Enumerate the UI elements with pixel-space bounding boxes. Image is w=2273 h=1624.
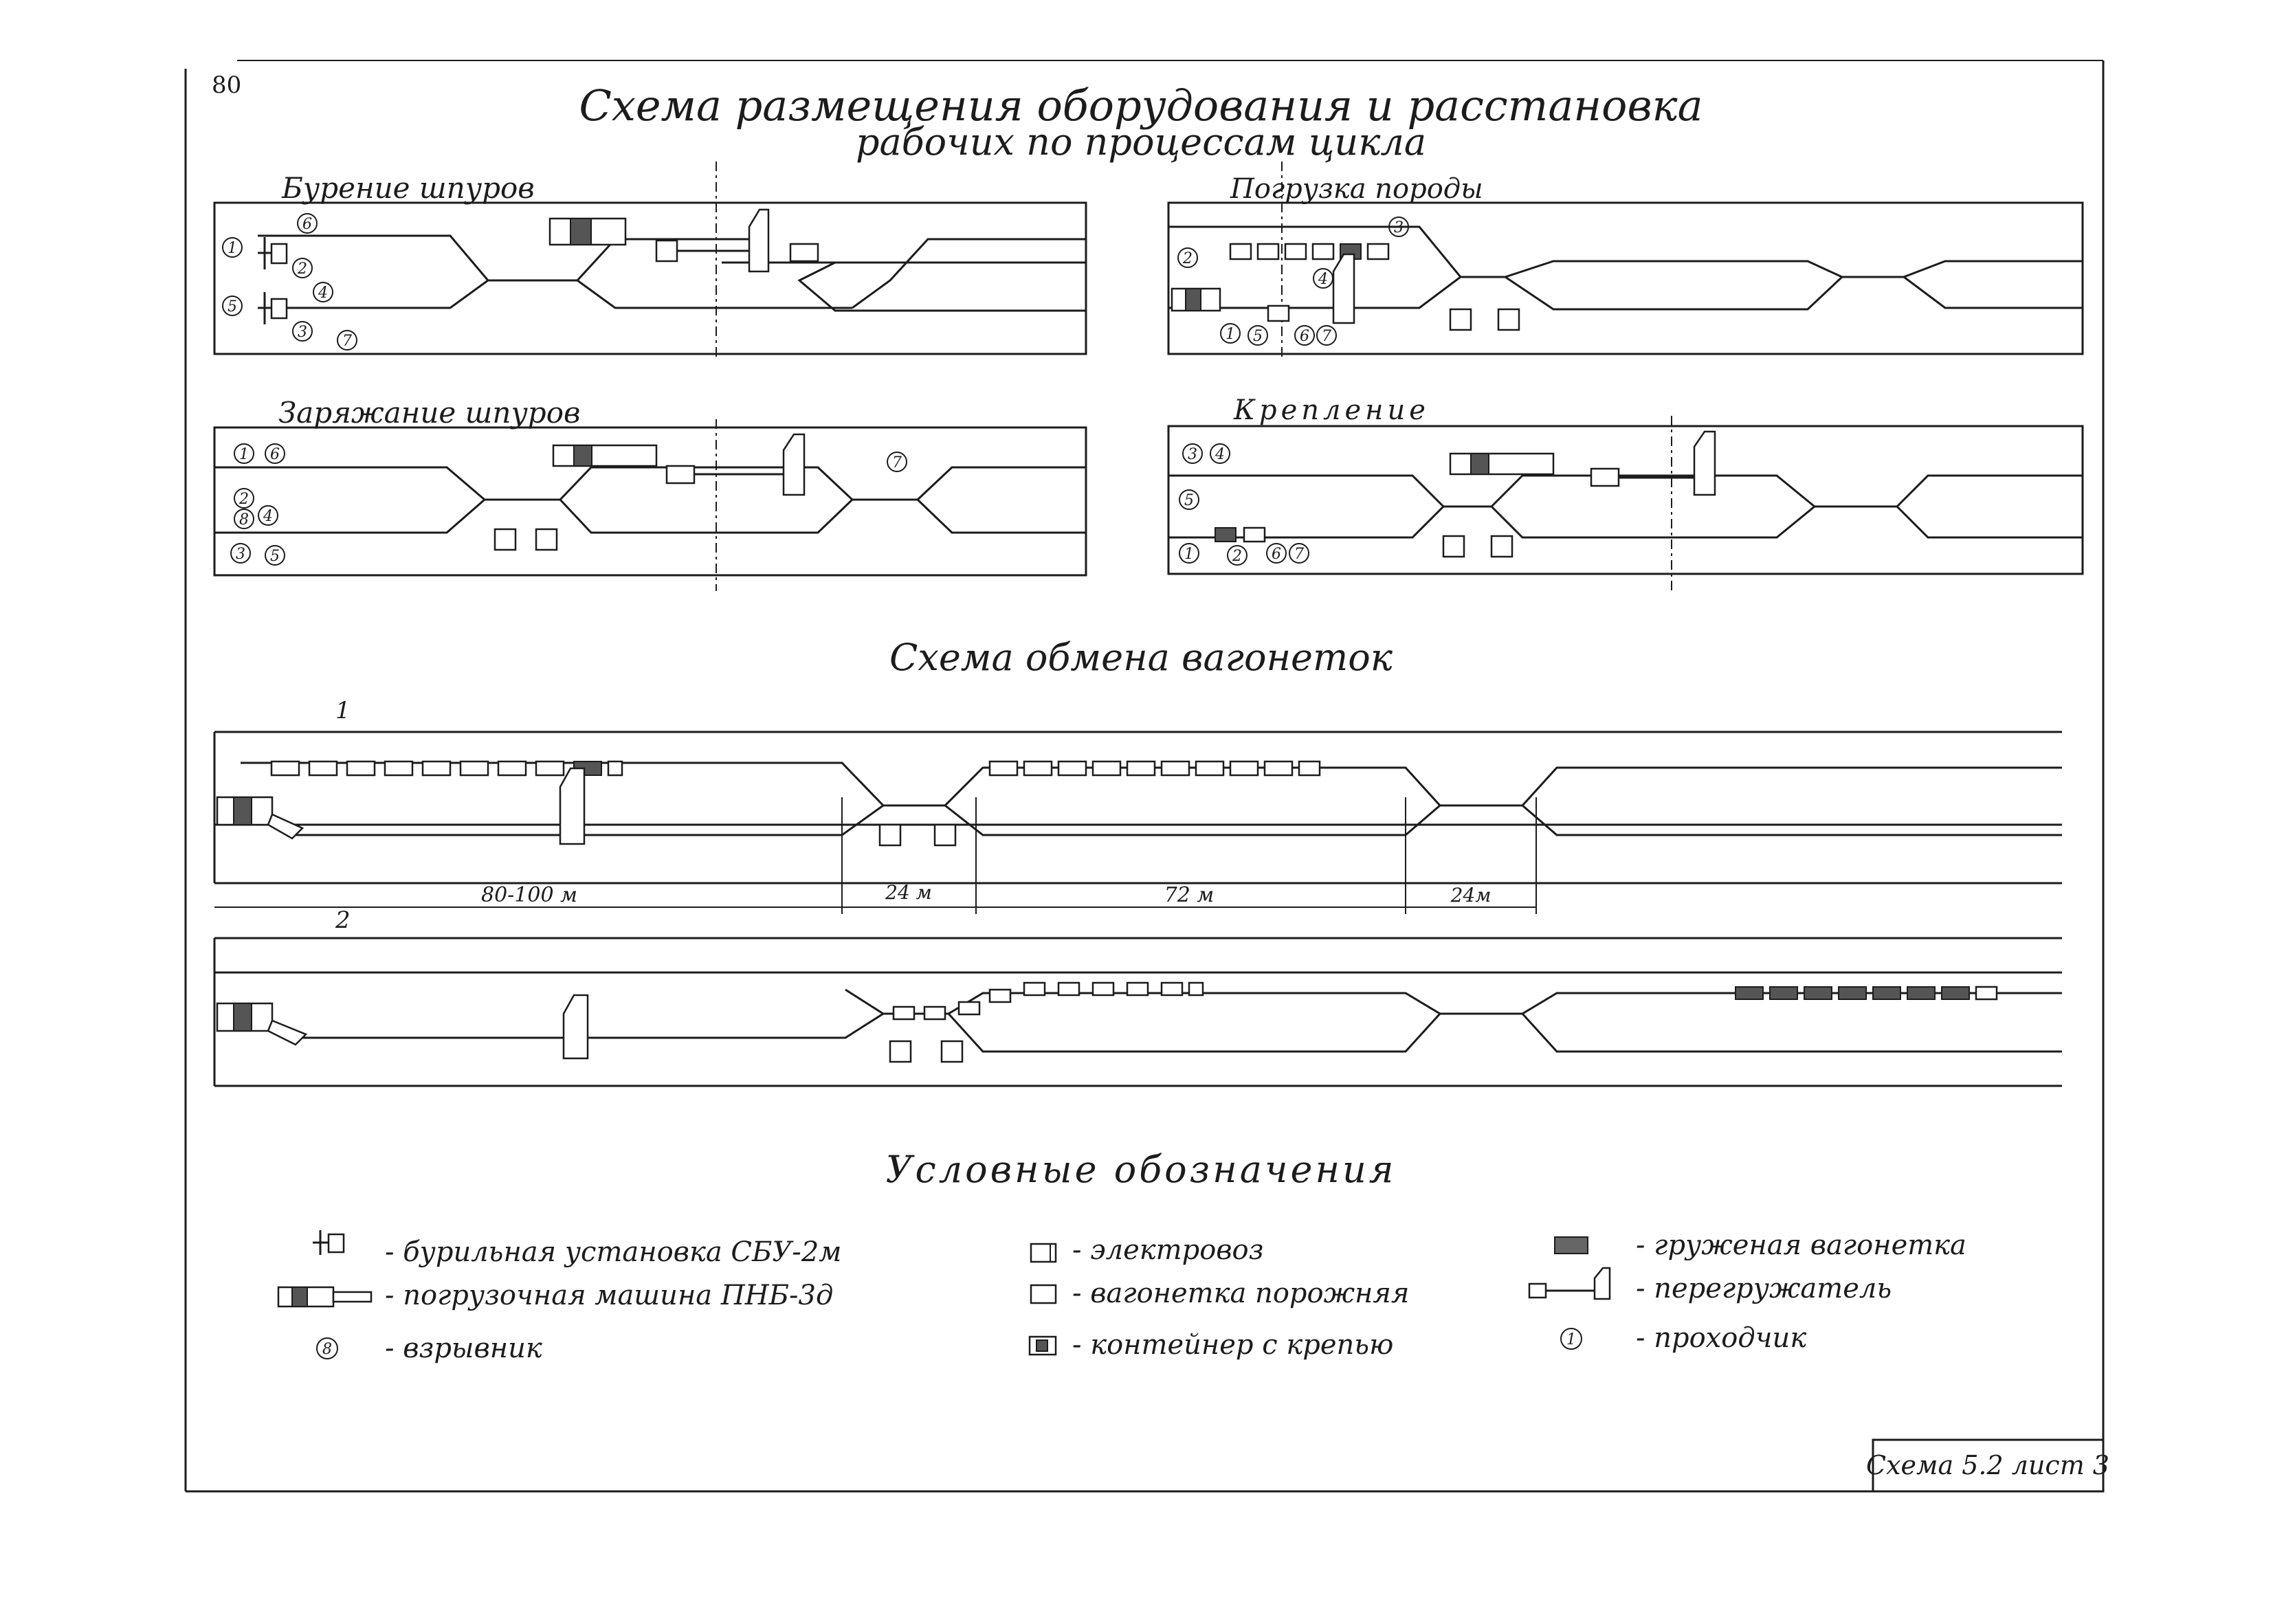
stamp-text: Схема 5.2 лист 3 bbox=[1866, 1450, 2109, 1480]
svg-text:7: 7 bbox=[342, 333, 352, 350]
dimension-lines bbox=[214, 797, 1537, 914]
empty-car-train bbox=[1229, 243, 1390, 260]
svg-text:7: 7 bbox=[892, 454, 902, 471]
exchange-title: Схема обмена вагонеток bbox=[889, 636, 1393, 679]
dim-72: 72 м bbox=[1164, 883, 1215, 907]
svg-text:2: 2 bbox=[1182, 250, 1193, 267]
page-frame bbox=[184, 60, 2105, 1493]
scheme-1-label: 1 bbox=[335, 697, 351, 724]
reloader bbox=[1332, 253, 1355, 324]
page-title-line2: рабочих по процессам цикла bbox=[856, 120, 1426, 164]
svg-text:1: 1 bbox=[1566, 1331, 1576, 1348]
panel-drilling-title: Бурение шпуров bbox=[281, 171, 535, 205]
worker-markers: 1 6 2 4 5 3 7 bbox=[222, 213, 357, 351]
panel-loading-title: Погрузка породы bbox=[1230, 173, 1483, 205]
svg-text:5: 5 bbox=[1184, 492, 1194, 509]
svg-text:1: 1 bbox=[228, 240, 237, 257]
locomotive-pair bbox=[494, 528, 558, 551]
legend-container: - контейнер с крепью bbox=[1072, 1329, 1393, 1361]
svg-text:6: 6 bbox=[1272, 546, 1281, 563]
svg-text:6: 6 bbox=[270, 446, 280, 463]
reloader bbox=[1693, 430, 1716, 496]
svg-text:4: 4 bbox=[1215, 446, 1225, 463]
svg-text:5: 5 bbox=[228, 298, 237, 315]
svg-text:4: 4 bbox=[1318, 271, 1328, 288]
blaster-icon: 8 bbox=[316, 1337, 338, 1359]
svg-text:3: 3 bbox=[236, 546, 245, 563]
loaded-car-train bbox=[1735, 986, 1998, 1001]
exchange-scheme-2: 2 bbox=[213, 906, 2062, 1087]
svg-text:6: 6 bbox=[302, 216, 312, 233]
legend: - бурильная установка СБУ-2м - погрузочн… bbox=[277, 1230, 1966, 1364]
svg-text:8: 8 bbox=[239, 511, 249, 529]
svg-text:4: 4 bbox=[263, 508, 273, 525]
reloader bbox=[562, 994, 589, 1060]
page-title-line1: Схема размещения оборудования и расстано… bbox=[579, 80, 1703, 131]
empty-car-train bbox=[988, 760, 1321, 777]
sheet-stamp: Схема 5.2 лист 3 bbox=[1866, 1438, 2109, 1493]
svg-text:8: 8 bbox=[322, 1341, 332, 1358]
reloader bbox=[748, 208, 770, 273]
drill-rig-icon bbox=[258, 237, 288, 324]
exchange-scheme-1: 1 bbox=[213, 697, 2062, 914]
dim-24-a: 24 м bbox=[885, 881, 932, 904]
svg-text:2: 2 bbox=[1232, 548, 1242, 565]
legend-empty-car: - вагонетка порожняя bbox=[1072, 1278, 1409, 1309]
legend-tunneler: - проходчик bbox=[1636, 1322, 1806, 1354]
panel-support: Крепление 3 4 5 1 2 6 7 bbox=[1167, 394, 2084, 591]
loader-machine bbox=[552, 444, 658, 467]
svg-text:1: 1 bbox=[1226, 326, 1235, 343]
locomotive-pair bbox=[889, 1040, 964, 1063]
dim-80-100: 80-100 м bbox=[481, 883, 577, 907]
locomotive-icon bbox=[1030, 1243, 1057, 1263]
svg-text:5: 5 bbox=[270, 548, 280, 565]
scheme-2-label: 2 bbox=[335, 906, 351, 934]
svg-text:4: 4 bbox=[318, 285, 328, 302]
page-number: 80 bbox=[212, 71, 241, 99]
legend-drill-rig: - бурильная установка СБУ-2м bbox=[385, 1236, 841, 1268]
svg-text:6: 6 bbox=[1300, 328, 1309, 345]
locomotive-pair bbox=[1442, 535, 1514, 558]
legend-loaded-car: - груженая вагонетка bbox=[1636, 1230, 1966, 1261]
legend-loader: - погрузочная машина ПНБ-3д bbox=[385, 1280, 833, 1311]
svg-text:2: 2 bbox=[239, 491, 249, 508]
worker-markers: 3 4 5 1 2 6 7 bbox=[1179, 443, 1309, 566]
svg-text:3: 3 bbox=[298, 324, 307, 341]
panel-loading: Погрузка породы 3 2 4 1 5 6 7 bbox=[1167, 162, 2084, 357]
worker-markers: 3 2 4 1 5 6 7 bbox=[1177, 216, 1409, 346]
legend-reloader: - перегружатель bbox=[1636, 1273, 1892, 1304]
dim-24-b: 24м bbox=[1450, 884, 1492, 906]
svg-text:3: 3 bbox=[1188, 446, 1197, 463]
loader-icon bbox=[277, 1286, 373, 1308]
container-cars bbox=[1215, 526, 1266, 543]
legend-title: Условные обозначения bbox=[885, 1148, 1396, 1191]
svg-text:7: 7 bbox=[1322, 328, 1331, 345]
panel-charging: Заряжание шпуров 1 6 7 2 8 4 3 5 bbox=[213, 396, 1087, 591]
panel-support-title: Крепление bbox=[1233, 394, 1430, 426]
reloader-icon bbox=[1528, 1267, 1611, 1300]
locomotive-pair bbox=[878, 823, 957, 847]
drill-rig-icon bbox=[313, 1230, 345, 1255]
reloader bbox=[782, 433, 806, 496]
svg-text:1: 1 bbox=[239, 446, 249, 463]
loader-machine bbox=[1449, 452, 1555, 476]
legend-blaster: - взрывник bbox=[385, 1333, 542, 1364]
empty-car-train bbox=[892, 981, 1204, 1021]
loaded-car-icon bbox=[1554, 1236, 1588, 1254]
svg-text:3: 3 bbox=[1394, 219, 1404, 236]
empty-car-icon bbox=[1030, 1284, 1057, 1304]
svg-text:1: 1 bbox=[1184, 546, 1194, 563]
empty-car-train bbox=[270, 760, 623, 777]
legend-locomotive: - электровоз bbox=[1072, 1234, 1263, 1266]
svg-text:7: 7 bbox=[1294, 546, 1304, 563]
container-icon bbox=[1028, 1335, 1057, 1356]
svg-text:5: 5 bbox=[1253, 328, 1263, 345]
tunneler-icon: 1 bbox=[1560, 1328, 1582, 1350]
panel-drilling: Бурение шпуров 1 6 2 4 5 3 7 bbox=[213, 162, 1087, 357]
svg-text:2: 2 bbox=[297, 260, 307, 278]
panel-charging-title: Заряжание шпуров bbox=[278, 396, 580, 430]
worker-markers: 1 6 7 2 8 4 3 5 bbox=[230, 443, 907, 566]
locomotive-pair bbox=[1449, 308, 1520, 331]
reloader bbox=[559, 767, 586, 845]
